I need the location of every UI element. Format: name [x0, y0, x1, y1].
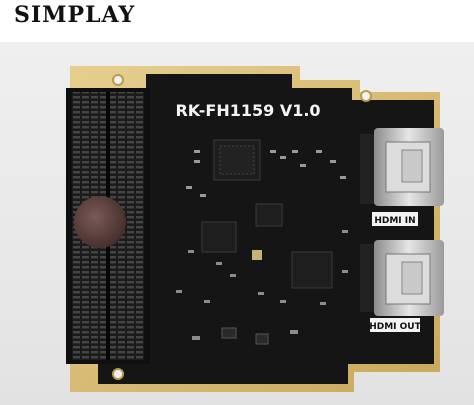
brand-logo-text: SIMPLAY: [14, 2, 136, 28]
pcb-solder-mask: [98, 74, 434, 384]
hdmi-out-port: [360, 240, 444, 316]
hdmi-in-label-box: [372, 212, 418, 226]
board-model-label: RK-FH1159 V1.0: [175, 101, 320, 120]
memory-chip: [201, 221, 237, 253]
board-to-board-connector: [66, 88, 150, 364]
hdmi-out-label: HDMI OUT: [369, 322, 421, 332]
hdmi-in-label: HDMI IN: [374, 216, 415, 226]
round-label-sticker: [74, 196, 126, 248]
hdmi-in-port: [360, 128, 444, 206]
hdmi-out-label-box: [370, 318, 420, 332]
main-processor-chip: [213, 139, 261, 181]
hdmi-bridge-chip: [291, 251, 333, 289]
crystal-pad: [252, 250, 262, 260]
mid-chip: [255, 203, 283, 227]
